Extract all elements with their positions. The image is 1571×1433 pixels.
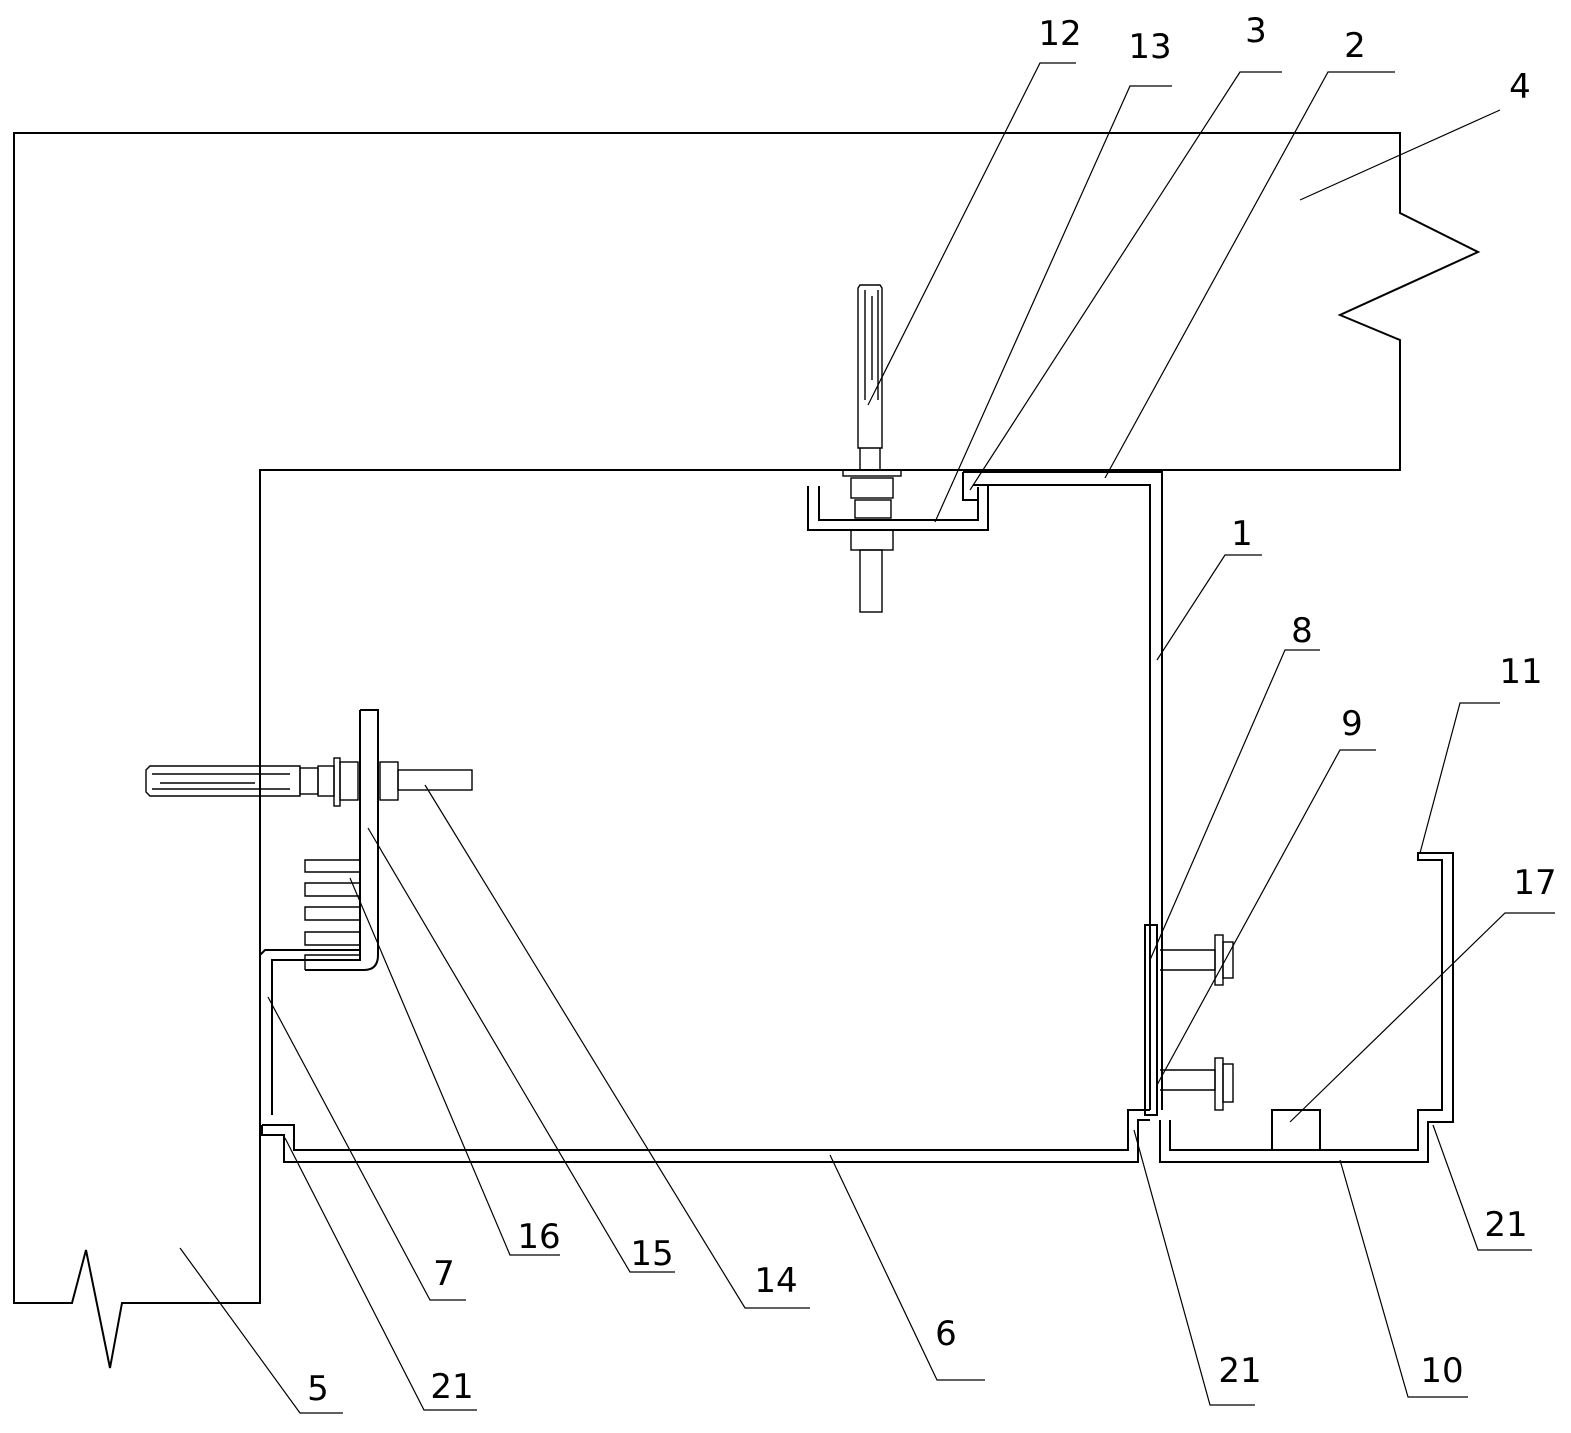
label-2: 2 xyxy=(1344,26,1366,66)
part-16-serrated-plate xyxy=(304,859,360,970)
concrete-structure-outline xyxy=(13,132,1481,1369)
label-21-mid: 21 xyxy=(1218,1351,1261,1391)
part-15-connecting-plate xyxy=(305,709,379,971)
label-8: 8 xyxy=(1291,611,1313,651)
part-10-bottom-plate xyxy=(1159,852,1454,1163)
label-11: 11 xyxy=(1499,652,1542,692)
label-13: 13 xyxy=(1128,27,1171,67)
label-17: 17 xyxy=(1513,863,1556,903)
part-3-hook xyxy=(962,472,979,501)
part-7-hook-plate xyxy=(259,949,361,1115)
label-6: 6 xyxy=(935,1314,957,1354)
label-3: 3 xyxy=(1245,11,1267,51)
label-9: 9 xyxy=(1341,704,1363,744)
part-2-top-plate xyxy=(963,471,1163,1110)
leader-lines xyxy=(179,62,1555,1414)
label-7: 7 xyxy=(433,1254,455,1294)
part-9-bolts xyxy=(1160,934,1234,1111)
part-17-box xyxy=(1271,1109,1321,1151)
label-21-right: 21 xyxy=(1484,1205,1527,1245)
label-4: 4 xyxy=(1509,67,1531,107)
part-14-anchor-bolt xyxy=(145,757,473,807)
label-5: 5 xyxy=(307,1369,329,1409)
label-10: 10 xyxy=(1420,1351,1463,1391)
part-8-clamp-plate xyxy=(1144,924,1158,1116)
part-12-anchor-bolt xyxy=(842,284,902,613)
label-14: 14 xyxy=(754,1261,797,1301)
label-1: 1 xyxy=(1231,514,1253,554)
part-13-channel xyxy=(807,485,989,531)
label-21-left: 21 xyxy=(430,1367,473,1407)
label-15: 15 xyxy=(630,1234,673,1274)
part-6-bottom-panel xyxy=(261,1109,1150,1163)
label-16: 16 xyxy=(517,1217,560,1257)
label-12: 12 xyxy=(1038,14,1081,54)
